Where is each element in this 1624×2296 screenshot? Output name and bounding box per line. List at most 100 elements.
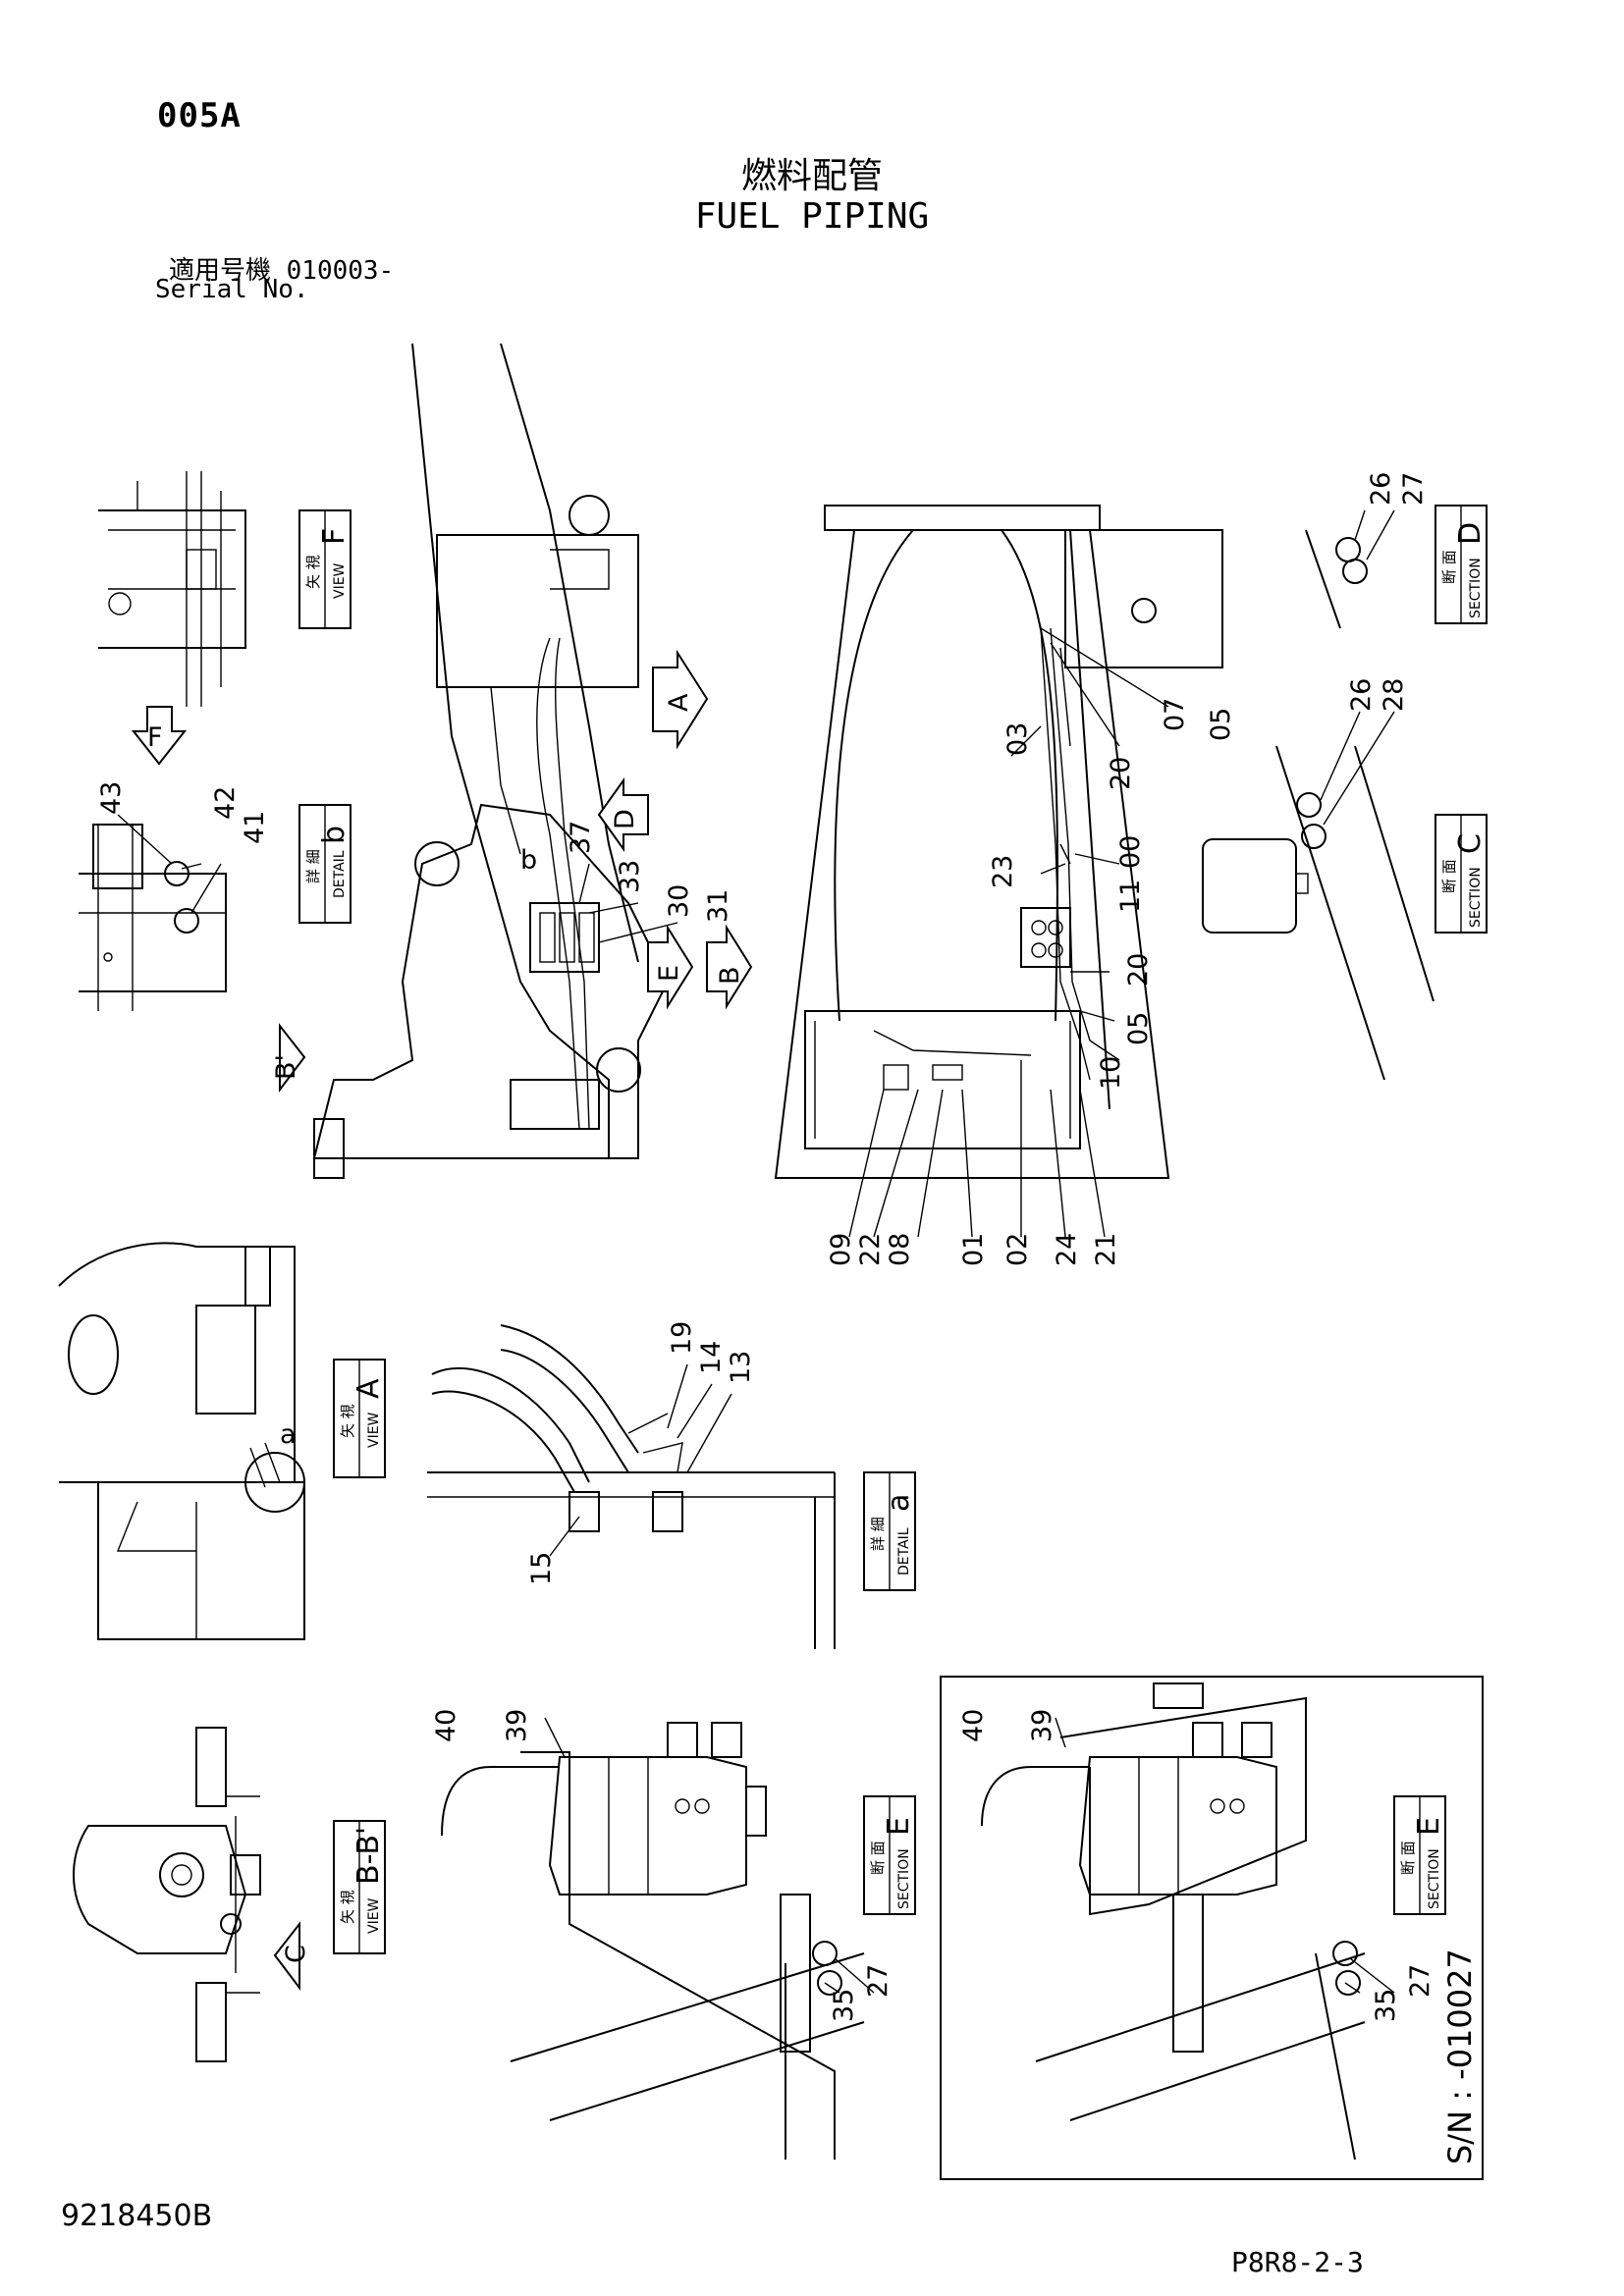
serial-number-label: Serial No.: [155, 275, 309, 304]
section-d-sketch: [1305, 509, 1395, 629]
section-e-left-label: 断 面 SECTION E: [863, 1795, 916, 1915]
section-e-right-label: 断 面 SECTION E: [1393, 1795, 1446, 1915]
callout-00: 00: [1115, 835, 1146, 869]
title-english: FUEL PIPING: [694, 196, 930, 237]
view-bb-jp: 矢 視: [339, 1890, 356, 1924]
arrow-b: B: [706, 924, 753, 1010]
callout-27-left: 27: [863, 1964, 893, 1998]
detail-a-jp: 詳 細: [869, 1517, 887, 1551]
page-reference: P8R8-2-3: [1231, 2246, 1364, 2278]
section-e2-letter: E: [1412, 1817, 1446, 1836]
svg-text:F: F: [147, 722, 163, 753]
callout-26-d: 26: [1366, 472, 1396, 506]
callout-07: 07: [1160, 698, 1190, 731]
callout-41: 41: [240, 811, 270, 844]
svg-text:D: D: [610, 809, 640, 829]
callout-35-left: 35: [829, 1989, 859, 2022]
callout-15: 15: [526, 1552, 557, 1585]
view-f-letter: F: [317, 528, 352, 545]
callout-28: 28: [1379, 678, 1409, 712]
callout-13: 13: [726, 1351, 756, 1384]
callout-33: 33: [615, 860, 645, 893]
view-bb-label: 矢 視 VIEW B-B': [333, 1820, 386, 1954]
detail-marker-b: b: [520, 845, 537, 876]
serial-note: S/N : -010027: [1441, 1949, 1479, 2164]
view-f-jp: 矢 視: [304, 555, 322, 589]
callout-20-mid: 20: [1123, 953, 1154, 987]
detail-b-letter: b: [317, 826, 352, 844]
section-d-en: SECTION: [1468, 558, 1484, 618]
callout-05-mid: 05: [1123, 1012, 1154, 1045]
view-bb-letter: B-B': [352, 1827, 386, 1885]
frame-top-view: [774, 505, 1223, 1238]
detail-marker-a: a: [280, 1419, 297, 1450]
detail-a-en: DETAIL: [896, 1527, 912, 1575]
view-bb-sketch: [73, 1727, 261, 2062]
arrow-c: C: [273, 1921, 311, 1991]
callout-35-right: 35: [1371, 1989, 1401, 2022]
callout-42: 42: [210, 786, 241, 820]
arrow-a: A: [652, 649, 709, 750]
section-c-letter: C: [1453, 833, 1488, 854]
callout-03: 03: [1002, 722, 1033, 756]
section-e2-jp: 断 面: [1399, 1841, 1417, 1875]
callout-20-top: 20: [1106, 757, 1136, 790]
callout-02: 02: [1002, 1233, 1033, 1266]
section-e1-en: SECTION: [896, 1848, 912, 1909]
callout-39-left: 39: [502, 1709, 532, 1742]
main-side-view: [312, 343, 670, 1179]
view-f-label: 矢 視 VIEW F: [298, 509, 352, 629]
callout-21: 21: [1091, 1233, 1121, 1266]
detail-a-label: 詳 細 DETAIL a: [863, 1471, 916, 1591]
detail-b-sketch: [79, 814, 227, 1011]
callout-43: 43: [96, 781, 127, 815]
serial-variant-frame: [940, 1676, 1484, 2180]
callout-05-top: 05: [1206, 708, 1236, 741]
callout-26-c: 26: [1346, 678, 1377, 712]
callout-01: 01: [958, 1233, 989, 1266]
callout-23: 23: [988, 855, 1018, 888]
callout-22: 22: [855, 1233, 886, 1266]
callout-40-right: 40: [958, 1709, 989, 1742]
callout-27-d: 27: [1398, 472, 1429, 506]
arrow-b-prime: B': [271, 1023, 306, 1093]
callout-30: 30: [664, 884, 694, 918]
view-f-sketch: [98, 471, 246, 707]
section-c-en: SECTION: [1468, 867, 1484, 928]
callout-11: 11: [1115, 880, 1146, 913]
detail-a-letter: a: [882, 1494, 916, 1512]
svg-text:B': B': [271, 1054, 301, 1080]
callout-14: 14: [696, 1341, 727, 1374]
section-d-letter: D: [1453, 522, 1488, 545]
callout-31: 31: [703, 889, 733, 923]
title-japanese: 燃料配管: [740, 156, 883, 196]
page-id: 005A: [157, 96, 242, 135]
view-a-jp: 矢 視: [339, 1404, 356, 1438]
callout-37: 37: [566, 821, 596, 854]
view-a-sketch: [58, 1242, 305, 1640]
section-e1-letter: E: [882, 1817, 916, 1836]
svg-text:B: B: [715, 966, 745, 985]
view-bb-en: VIEW: [366, 1897, 382, 1934]
arrow-f: F: [131, 706, 188, 766]
svg-text:E: E: [654, 965, 684, 982]
svg-text:C: C: [281, 1945, 311, 1963]
callout-09: 09: [826, 1233, 856, 1266]
view-f-en: VIEW: [332, 562, 348, 599]
section-c-sketch: [1202, 711, 1435, 1081]
callout-27-right: 27: [1405, 1964, 1435, 1998]
callout-19: 19: [667, 1321, 697, 1355]
section-e2-en: SECTION: [1427, 1848, 1442, 1909]
svg-text:A: A: [664, 693, 694, 712]
detail-a-sketch: [427, 1324, 836, 1649]
view-a-label: 矢 視 VIEW A: [333, 1359, 386, 1478]
section-d-jp: 断 面: [1440, 550, 1458, 584]
callout-08: 08: [885, 1233, 915, 1266]
callout-10: 10: [1096, 1056, 1126, 1090]
section-c-label: 断 面 SECTION C: [1435, 814, 1488, 934]
drawing-number: 9218450B: [61, 2199, 213, 2233]
section-c-jp: 断 面: [1440, 859, 1458, 893]
view-a-en: VIEW: [366, 1412, 382, 1448]
